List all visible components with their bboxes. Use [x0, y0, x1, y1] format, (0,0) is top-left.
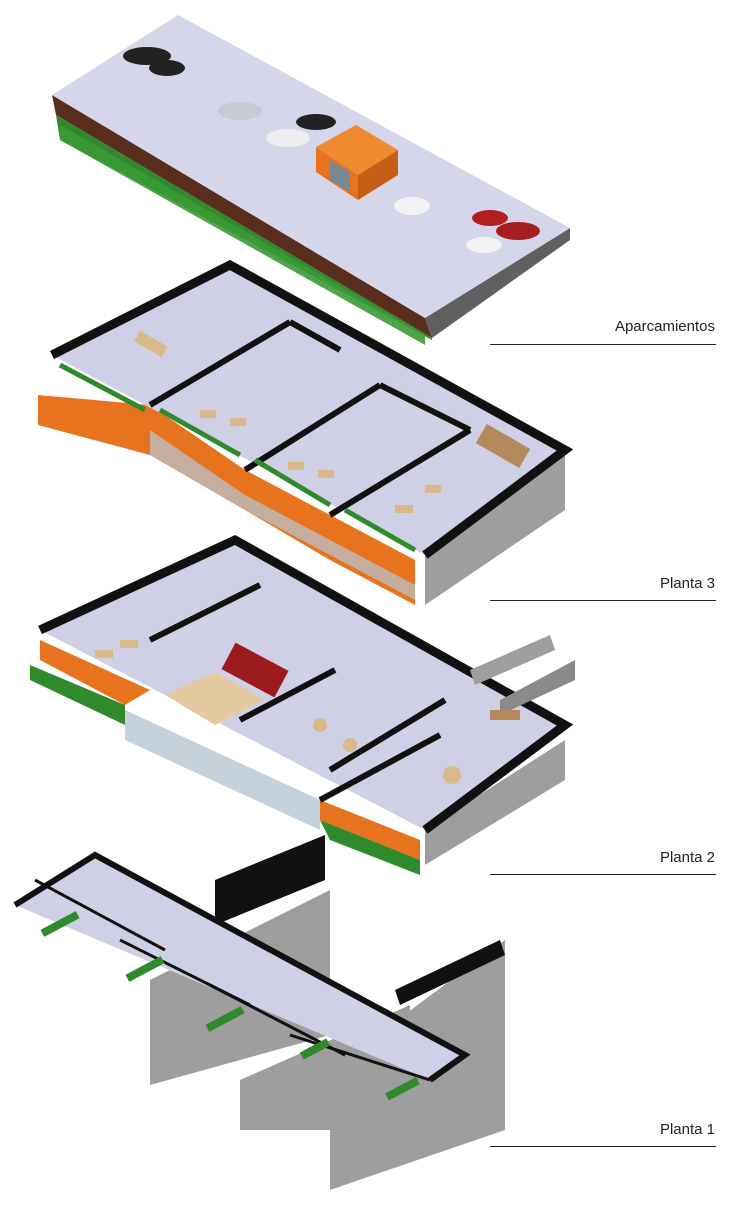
planta2-side-wall: [425, 740, 565, 865]
walkway-bridge: [470, 635, 555, 685]
car: [218, 102, 262, 120]
label-aparcamientos: Aparcamientos: [614, 318, 715, 335]
car: [149, 60, 185, 76]
planta2-orange-front: [40, 640, 150, 705]
auditorium-stage: [165, 672, 265, 725]
planta3-side-wall: [425, 450, 565, 605]
planta3-interior-walls: [148, 319, 472, 518]
planta2-interior-walls: [148, 582, 447, 803]
leader-line-planta-2: [490, 874, 716, 875]
planta3-level: [38, 259, 574, 605]
label-planta-3: Planta 3: [659, 575, 715, 592]
car: [496, 222, 540, 240]
parking-green-band: [56, 115, 432, 340]
parking-level: [52, 15, 570, 345]
planta2-glass-front: [125, 710, 320, 830]
planta3-floor: [52, 265, 565, 555]
planta1-floor: [15, 855, 465, 1080]
planta3-orange-front: [38, 395, 415, 605]
planta3-furniture: [134, 330, 531, 513]
label-planta-2: Planta 2: [659, 849, 715, 866]
leader-line-aparcamientos: [490, 344, 716, 345]
planta2-green-front: [30, 665, 125, 725]
car: [472, 210, 508, 226]
leader-line-planta-3: [490, 600, 716, 601]
planta3-green-rails: [58, 362, 417, 553]
car: [296, 114, 336, 130]
leader-line-planta-1: [490, 1146, 716, 1147]
label-planta-1: Planta 1: [659, 1121, 715, 1138]
planta2-furniture: [95, 640, 520, 784]
car: [466, 237, 502, 253]
parking-side: [425, 228, 570, 338]
elevator-cabin: [316, 125, 398, 200]
car: [394, 197, 430, 215]
planta2-outer-wall: [38, 534, 574, 834]
parking-fascia: [52, 95, 432, 338]
car: [266, 129, 310, 147]
planta1-outer-wall: [13, 851, 471, 1083]
planta1-office-walls: [34, 878, 431, 1082]
auditorium-seats: [221, 642, 289, 698]
parked-cars: [123, 47, 540, 253]
planta2-level: [30, 534, 575, 875]
planta1-green-panels: [40, 911, 420, 1101]
car: [123, 47, 171, 65]
parking-roof: [52, 15, 570, 318]
planta1-level: [13, 835, 505, 1190]
planta3-outer-wall: [49, 259, 574, 559]
